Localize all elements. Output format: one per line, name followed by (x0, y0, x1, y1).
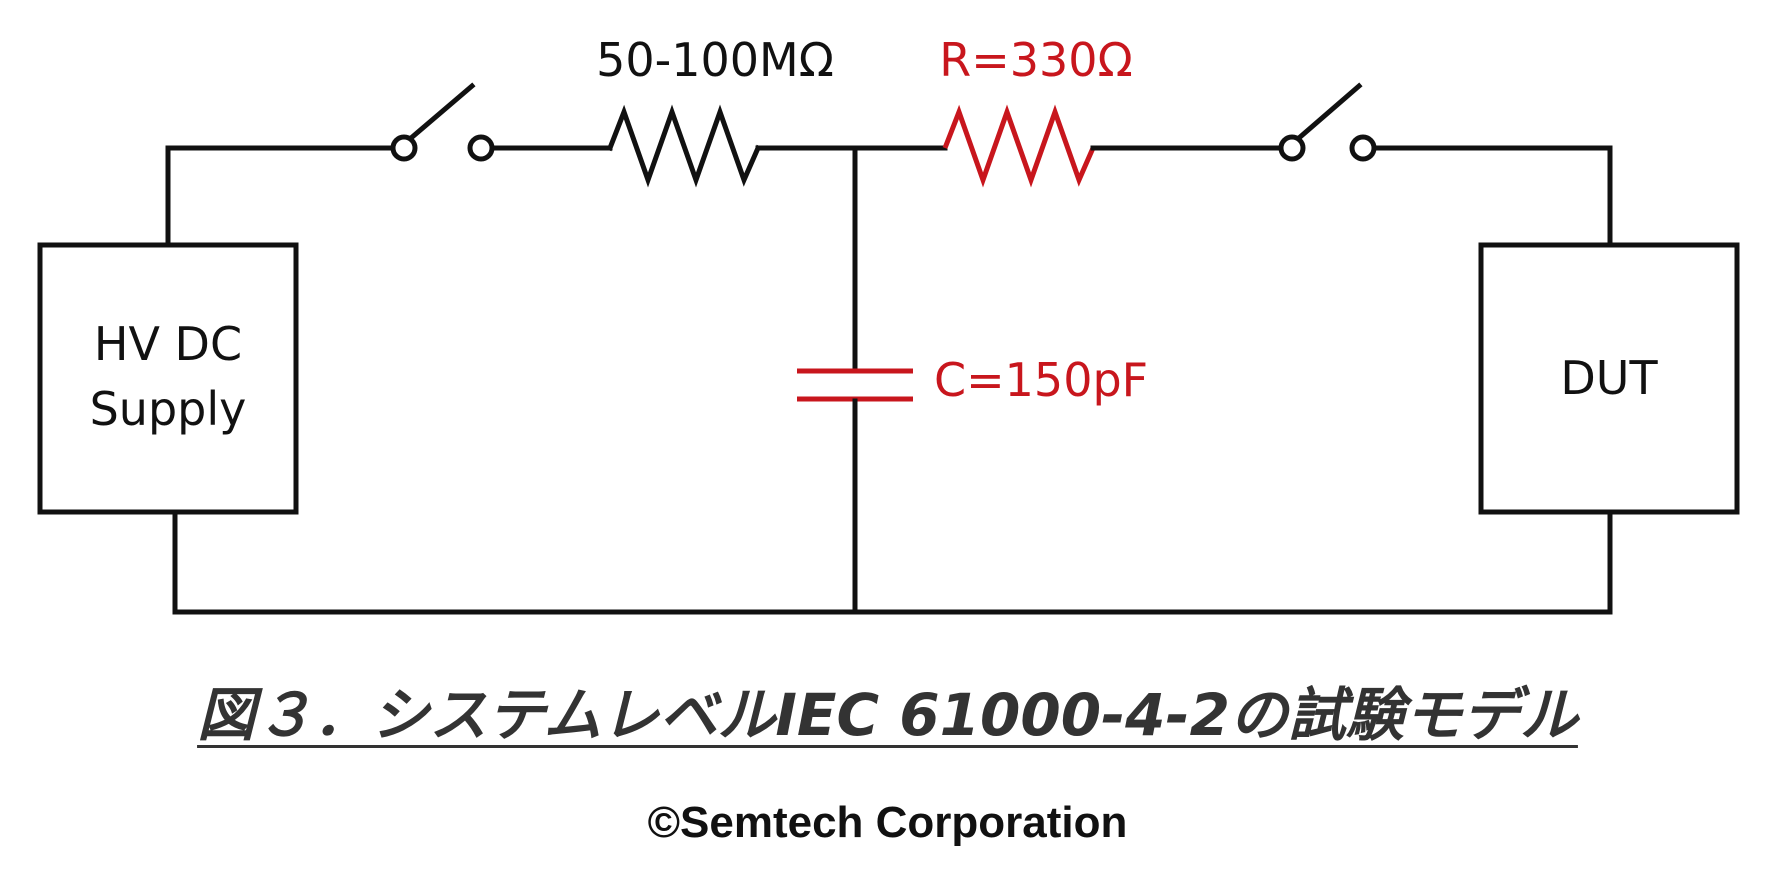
wire-dut-top (1371, 145, 1613, 248)
discharge-switch (1278, 82, 1377, 162)
discharge-resistor (942, 104, 1096, 188)
dut-label: DUT (1560, 351, 1658, 405)
capacitor (797, 368, 913, 402)
discharge-resistor-label: R=330Ω (939, 33, 1132, 87)
charge-switch (390, 82, 495, 162)
capacitor-label: C=150pF (934, 353, 1148, 407)
supply-label-line1: HV DC (94, 317, 242, 371)
hv-dc-supply-box (37, 242, 299, 515)
wire-supply-top (165, 145, 400, 248)
wire-return-bottom (172, 509, 1613, 615)
dut-box (1478, 242, 1740, 515)
figure-caption-text: 図３．システムレベルIEC 61000-4-2の試験モデル (197, 681, 1578, 749)
figure-caption: 図３．システムレベルIEC 61000-4-2の試験モデル (0, 668, 1775, 752)
supply-label-line2: Supply (90, 382, 247, 436)
charge-resistor-label: 50-100MΩ (596, 33, 834, 87)
charge-resistor (606, 104, 762, 188)
copyright-notice: ©Semtech Corporation (647, 798, 1128, 847)
